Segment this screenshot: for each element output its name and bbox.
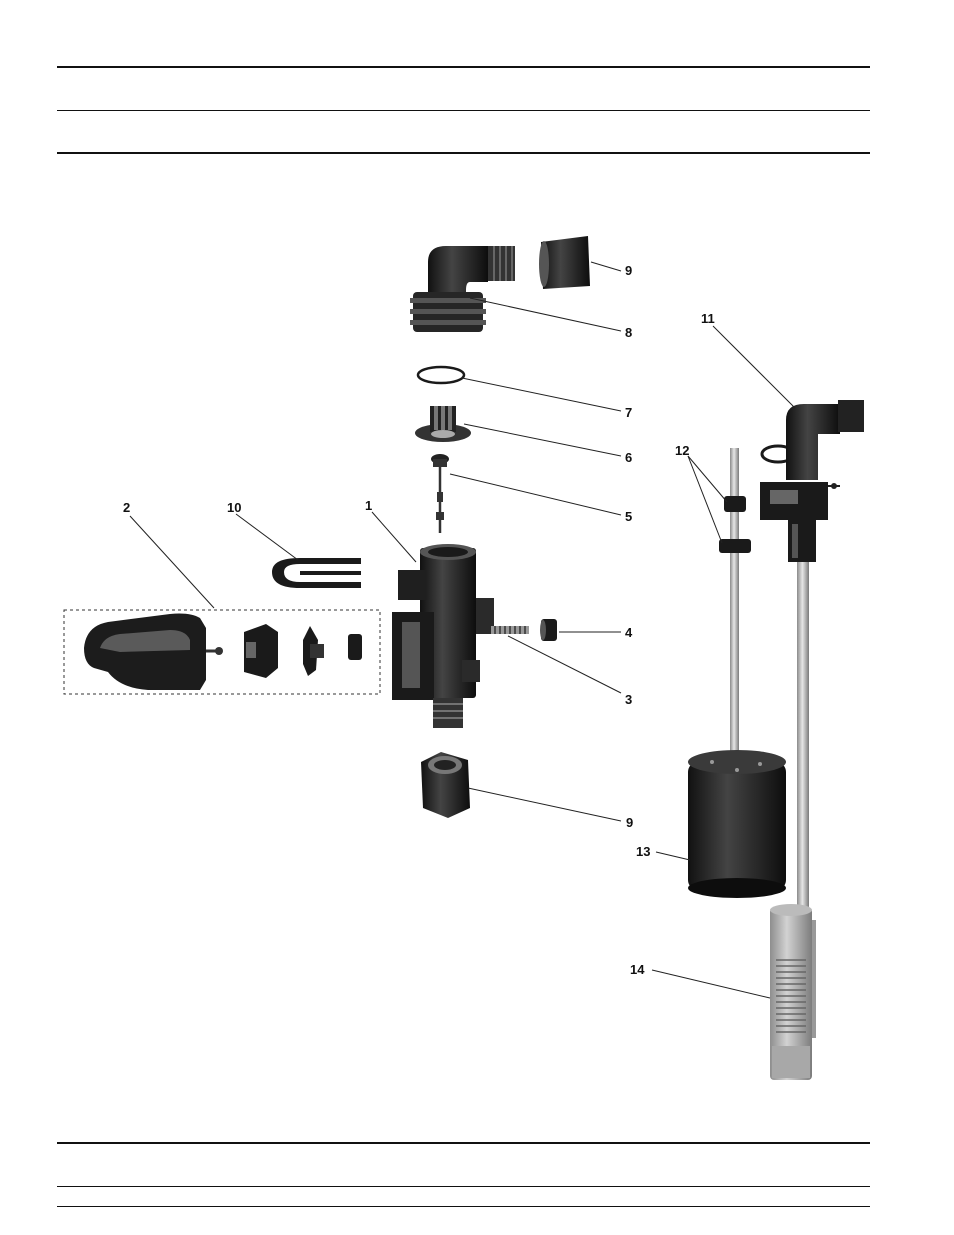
callout-9-bottom: 9 xyxy=(626,815,633,830)
main-tube xyxy=(797,562,809,912)
callout-9-top: 9 xyxy=(625,263,632,278)
part-12-guide-rod xyxy=(719,448,751,770)
part-5-valve-stem xyxy=(431,454,449,533)
callout-6: 6 xyxy=(625,450,632,465)
callout-14: 14 xyxy=(630,962,645,977)
part-2-lever-assembly xyxy=(64,610,380,694)
callout-13: 13 xyxy=(636,844,650,859)
callout-12: 12 xyxy=(675,443,689,458)
part-6-cage xyxy=(415,406,471,442)
part-7-o-ring xyxy=(418,367,464,383)
part-11-valve-head xyxy=(760,400,864,562)
callout-8: 8 xyxy=(625,325,632,340)
callout-10: 10 xyxy=(227,500,241,515)
callout-3: 3 xyxy=(625,692,632,707)
callout-5: 5 xyxy=(625,509,632,524)
part-14-screen xyxy=(770,904,812,1080)
part-10-retaining-clip xyxy=(272,558,361,588)
part-9-nut-top xyxy=(539,236,590,289)
part-4-cap xyxy=(540,619,557,641)
callout-11: 11 xyxy=(701,311,715,326)
callout-1: 1 xyxy=(365,498,372,513)
callout-4: 4 xyxy=(625,625,633,640)
part-3-spring xyxy=(491,626,529,634)
part-9-nut-bottom xyxy=(421,752,470,818)
part-13-float-cup xyxy=(688,750,786,898)
part-8-elbow-fitting xyxy=(410,246,515,332)
callout-2: 2 xyxy=(123,500,130,515)
part-1-valve-body xyxy=(392,544,494,728)
callout-7: 7 xyxy=(625,405,632,420)
